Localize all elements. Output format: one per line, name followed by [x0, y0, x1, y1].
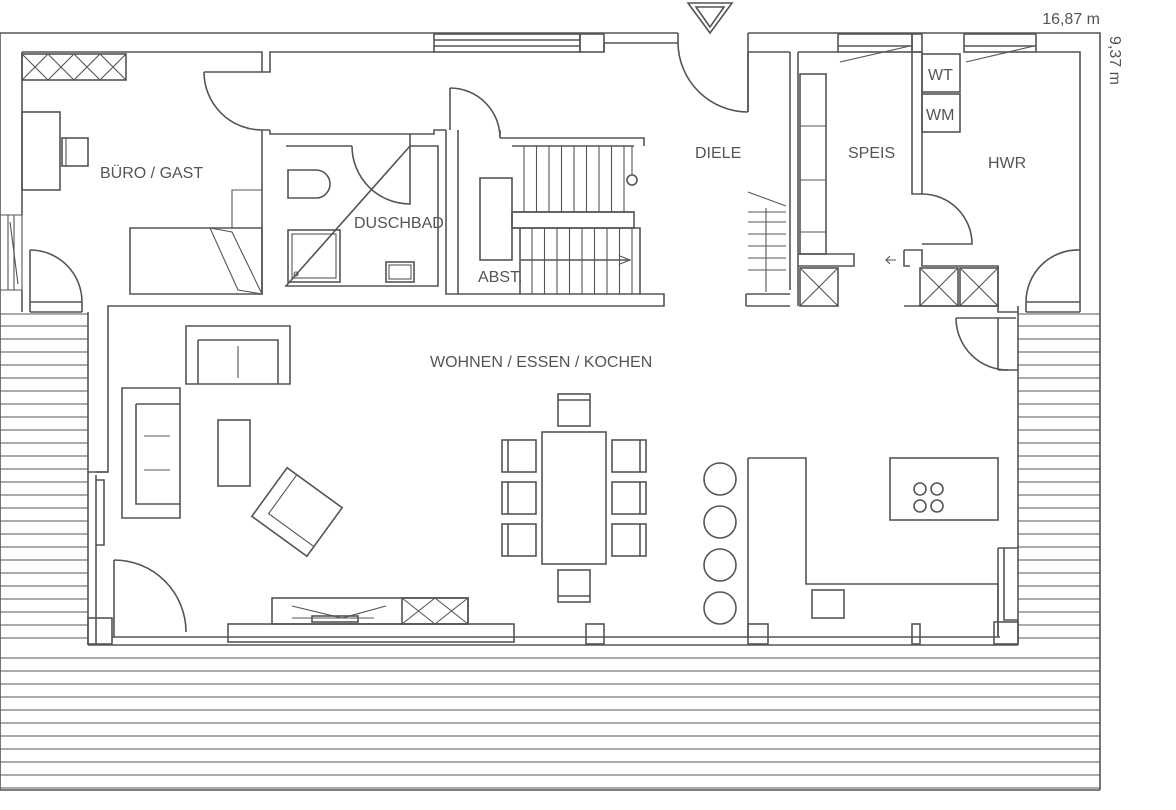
office-door	[203, 71, 270, 294]
room-hwr	[885, 52, 1081, 313]
dining-chair	[557, 569, 591, 603]
width-dimension: 16,87 m	[1042, 11, 1100, 28]
terrace-deck-south	[0, 657, 1100, 789]
bar-stool	[703, 548, 737, 582]
room-diele	[745, 52, 790, 307]
entrance-door	[677, 33, 749, 113]
terrace-deck-east	[1018, 313, 1100, 639]
label-buero-gast: BÜRO / GAST	[100, 164, 203, 182]
dining-chair	[501, 481, 537, 515]
label-washer: WM	[926, 107, 954, 124]
room-wohnen	[87, 306, 1019, 645]
bar-stool	[703, 591, 737, 625]
depth-dimension: 9,37 m	[1106, 36, 1123, 85]
bar-stool	[703, 462, 737, 496]
dining-chair	[611, 439, 647, 473]
stairs	[88, 87, 665, 473]
room-buero-gast	[0, 53, 263, 313]
room-duschbad	[269, 129, 446, 287]
label-wohnen: WOHNEN / ESSEN / KOCHEN	[430, 354, 652, 371]
dining-chair	[501, 523, 537, 557]
label-hwr: HWR	[988, 155, 1026, 172]
label-diele: DIELE	[695, 145, 741, 162]
terrace-deck-west	[0, 313, 88, 639]
windows-north	[433, 33, 1037, 63]
outer-walls	[0, 32, 1101, 791]
dining-chair	[557, 393, 591, 427]
label-dryer: WT	[928, 67, 953, 84]
label-duschbad: DUSCHBAD	[354, 215, 444, 232]
label-abst: ABST.	[478, 269, 522, 286]
entrance-arrow-icon	[686, 2, 734, 35]
dining-chair	[611, 523, 647, 557]
bar-stool	[703, 505, 737, 539]
label-speis: SPEIS	[848, 145, 895, 162]
room-speis	[797, 73, 855, 307]
dining-chair	[501, 439, 537, 473]
dining-chair	[611, 481, 647, 515]
